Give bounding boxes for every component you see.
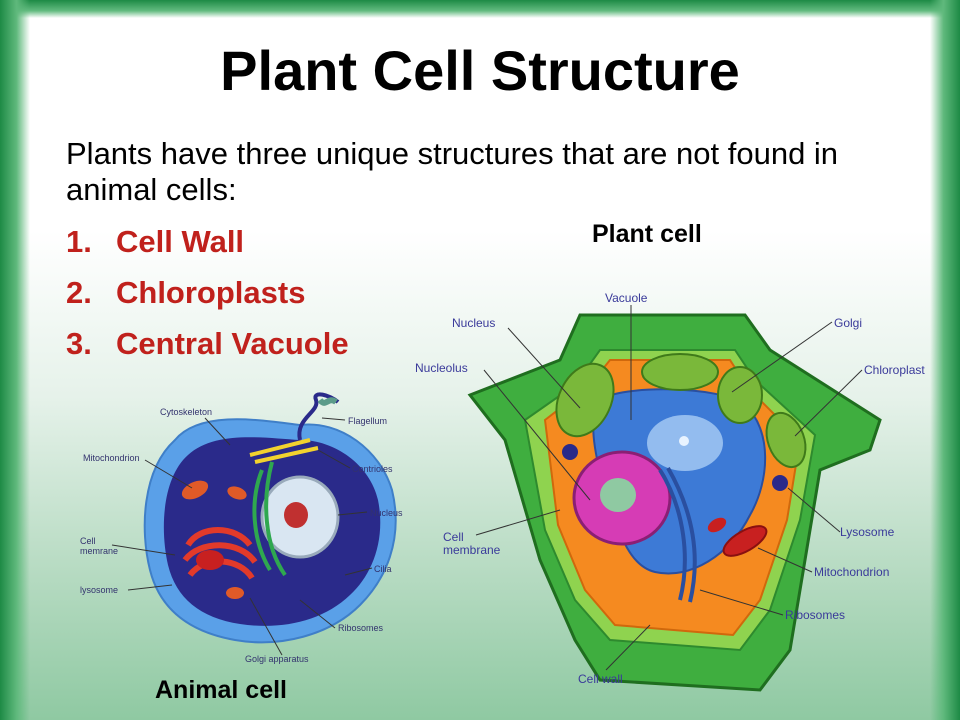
plant-label-golgi: Golgi: [834, 316, 862, 330]
animal-label-cell-membrane: Cell: [80, 536, 96, 546]
animal-label-golgi-apparatus: Golgi apparatus: [245, 654, 309, 664]
plant-mitochondrion: [722, 525, 768, 557]
plant-lysosome: [562, 444, 578, 460]
plant-nucleolus: [600, 478, 636, 512]
plant-chloroplast: [555, 362, 615, 438]
plant-vacuole-center: [679, 436, 689, 446]
list-item: 1. Cell Wall: [66, 222, 349, 273]
list-number: 2.: [66, 275, 92, 310]
list-item: 3. Central Vacuole: [66, 324, 349, 375]
plant-golgi: [658, 467, 697, 603]
animal-endoplasmic-reticulum: [252, 461, 287, 577]
animal-label-flagellum: Flagellum: [348, 416, 387, 426]
plant-label-chloroplast: Chloroplast: [864, 363, 925, 377]
animal-label-ribosomes: Ribosomes: [338, 623, 384, 633]
animal-nucleolus: [284, 502, 308, 528]
frame-top-border: [0, 0, 960, 18]
plant-chloroplast: [717, 366, 763, 424]
unique-structures-list: 1. Cell Wall 2. Chloroplasts 3. Central Vac…: [66, 222, 349, 375]
animal-label-centrioles: Centrioles: [352, 464, 393, 474]
animal-mitochondrion: [227, 486, 247, 500]
slide-title: Plant Cell Structure: [220, 39, 740, 102]
animal-mitochondrion: [226, 587, 244, 599]
plant-cell-caption: Plant cell: [592, 220, 702, 248]
animal-vesicle: [196, 550, 224, 570]
animal-label-nucleus: Nucleus: [370, 508, 403, 518]
list-number: 1.: [66, 224, 92, 259]
plant-mitochondrion: [707, 517, 727, 533]
intro-text: Plants have three unique structures that…: [66, 136, 839, 207]
animal-centrioles: [249, 438, 319, 464]
plant-label-cell-wall: Cell wall: [578, 672, 623, 686]
animal-label-lysosome: lysosome: [80, 585, 118, 595]
plant-label-nucleolus: Nucleolus: [415, 361, 468, 375]
animal-label-cytoskeleton: Cytoskeleton: [160, 407, 212, 417]
plant-chloroplast: [641, 353, 719, 391]
plant-label-vacuole: Vacuole: [605, 291, 648, 305]
plant-chloroplast: [765, 411, 807, 469]
list-label: Chloroplasts: [116, 275, 306, 310]
plant-label-ribosomes: Ribosomes: [785, 608, 845, 622]
plant-lysosome: [772, 475, 788, 491]
list-number: 3.: [66, 326, 92, 361]
animal-flagellum-tip: [317, 397, 338, 406]
animal-label-cell-membrane-2: memrane: [80, 546, 118, 556]
animal-cell-caption: Animal cell: [155, 676, 287, 704]
plant-label-cell-membrane: Cell: [443, 530, 464, 544]
animal-flagellum: [297, 392, 340, 441]
list-label: Cell Wall: [116, 224, 245, 259]
frame-left-border: [0, 0, 30, 720]
animal-label-mitochondrion: Mitochondrion: [83, 453, 140, 463]
frame-right-border: [930, 0, 960, 720]
plant-label-cell-membrane-2: membrane: [443, 543, 501, 557]
plant-label-lysosome: Lysosome: [840, 525, 895, 539]
plant-label-mitochondrion: Mitochondrion: [814, 565, 889, 579]
animal-label-cilia: Cilia: [374, 564, 392, 574]
list-item: 2. Chloroplasts: [66, 273, 349, 324]
plant-label-nucleus: Nucleus: [452, 316, 495, 330]
list-label: Central Vacuole: [116, 326, 349, 361]
